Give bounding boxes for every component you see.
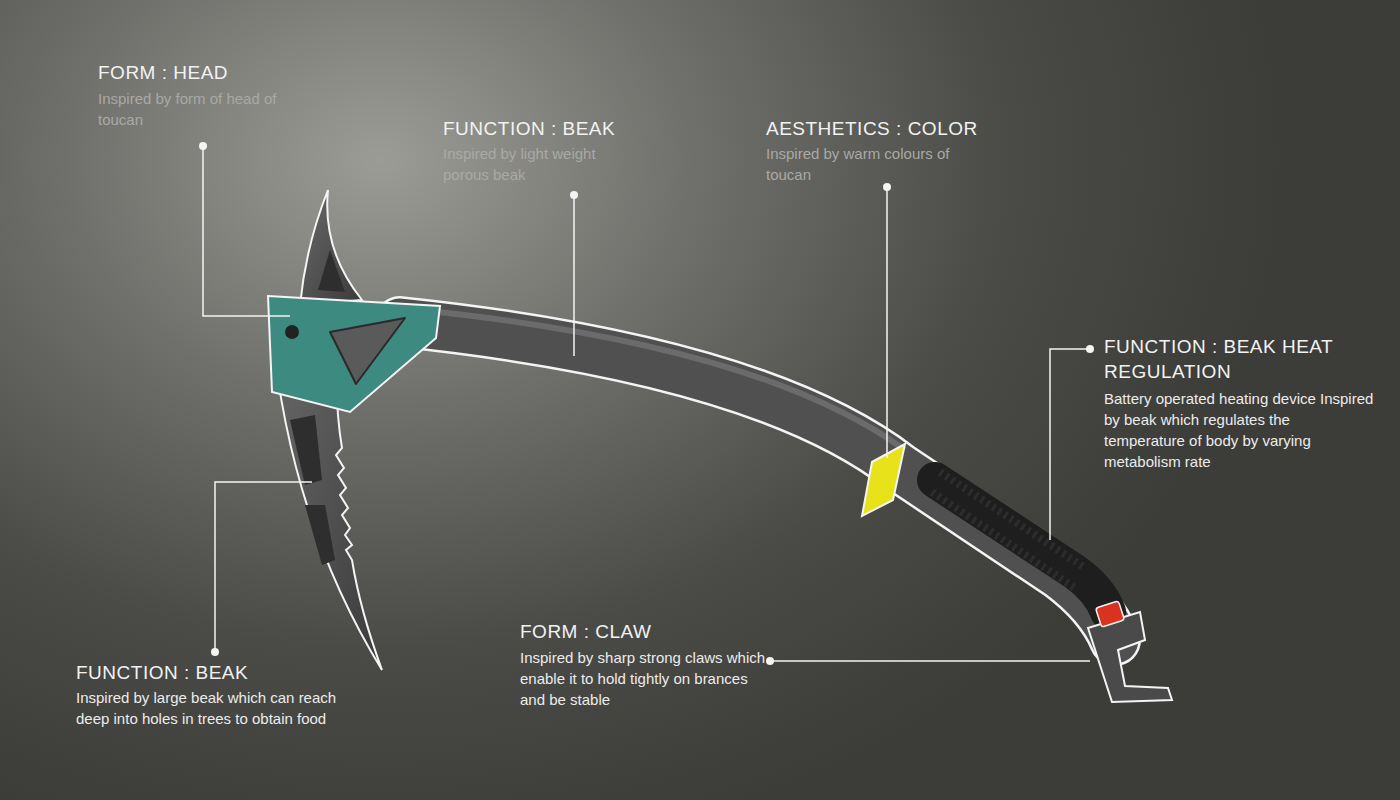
shaft-highlight: [420, 310, 905, 450]
grip-texture: [932, 492, 1075, 588]
head-inset: [330, 318, 405, 384]
leader-dots: [199, 142, 1094, 665]
callout-text: Inspired by form of head of toucan: [98, 88, 303, 130]
adze: [300, 190, 362, 305]
pick-hole: [290, 415, 322, 485]
callout-text: Inspired by warm colours of toucan: [766, 143, 991, 185]
callout-text: Inspired by sharp strong claws which ena…: [520, 647, 770, 710]
heat-button: [1095, 601, 1124, 627]
callout-text: Battery operated heating device Inspired…: [1104, 388, 1374, 472]
head-cover: [268, 296, 440, 412]
callout-heading: FORM : HEAD: [98, 60, 398, 85]
adze-hole: [318, 250, 345, 292]
color-band: [862, 444, 905, 516]
pick-hole: [305, 505, 335, 565]
shaft: [400, 322, 1115, 640]
callout-text: Inspired by light weight porous beak: [443, 143, 638, 185]
grip-texture: [940, 472, 1085, 568]
leader-lines: [203, 146, 1090, 661]
grip: [935, 480, 1108, 612]
head-bolt: [285, 325, 299, 339]
shaft-outline: [400, 322, 1115, 640]
callout-heading: AESTHETICS : COLOR: [766, 116, 1066, 141]
callout-heading: FUNCTION : BEAK HEAT REGULATION: [1104, 334, 1374, 384]
callout-heading: FUNCTION : BEAK: [76, 660, 376, 685]
callout-heading: FUNCTION : BEAK: [443, 116, 743, 141]
callout-text: Inspired by large beak which can reach d…: [76, 687, 361, 729]
callout-heading: FORM : CLAW: [520, 619, 820, 644]
